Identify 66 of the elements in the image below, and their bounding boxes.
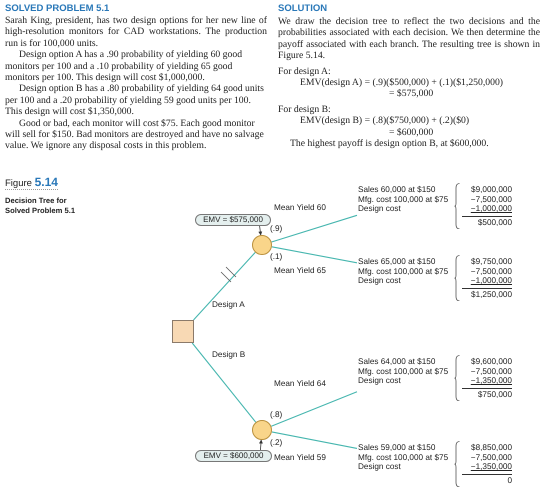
decision-square	[172, 320, 194, 343]
branch-line	[193, 252, 256, 320]
amount-text: $9,600,000	[471, 357, 512, 366]
figure-number: Figure 5.14	[5, 178, 58, 190]
payoff-item-text: Sales 60,000 at $150	[358, 185, 436, 195]
amount-text: $750,000	[478, 390, 512, 399]
section-heading: SOLUTION	[278, 3, 328, 15]
payoff-item-text: Mfg. cost 100,000 at $75	[358, 452, 448, 462]
arrow	[258, 440, 263, 450]
branch-line	[192, 342, 256, 423]
chance-circle	[252, 235, 272, 255]
edge-label: Mean Yield 65	[274, 266, 326, 276]
amount-text: −1,000,000	[470, 204, 512, 214]
body-text: The highest payoff is design option B, at $600,000.	[290, 138, 489, 150]
payoff-item-text: Design cost	[358, 376, 401, 386]
amount-text: $1,250,000	[471, 290, 512, 299]
equation: = $575,000	[389, 88, 434, 100]
amount-text: −1,350,000	[470, 376, 512, 386]
payoff-item-text: Sales 65,000 at $150	[358, 257, 436, 267]
equation: = $600,000	[389, 126, 434, 138]
amount-text: −1,000,000	[470, 276, 512, 286]
amount-text: −7,500,000	[470, 452, 512, 462]
equation: EMV(design B) = (.8)($750,000) + (.2)($0)	[300, 115, 470, 127]
body-text: Design option B has a .80 probability of yielding 64 good units per 100 and a .20 probability of yielding 59 good units per 100. This design will cost $1,350,000.	[5, 83, 265, 118]
body-text: For design B:	[278, 104, 331, 116]
edge-label: Mean Yield 59	[274, 453, 326, 463]
section-heading: SOLVED PROBLEM 5.1	[5, 3, 110, 15]
payoff-item-text: Mfg. cost 100,000 at $75	[358, 366, 448, 376]
amount-text: $9,750,000	[471, 257, 512, 266]
arrow	[258, 226, 262, 236]
amount-text: −1,350,000	[470, 462, 512, 472]
amount-text: −7,500,000	[470, 194, 512, 204]
body-text: For design A:	[278, 66, 331, 78]
edge-label: Mean Yield 60	[274, 203, 326, 213]
amount-text: $8,850,000	[471, 443, 512, 452]
value-callout: EMV = $600,000	[195, 450, 272, 462]
value-callout: EMV = $575,000	[195, 214, 271, 226]
chance-circle	[252, 420, 272, 440]
edge-label: Mean Yield 64	[274, 379, 326, 389]
branch-line	[271, 214, 358, 243]
body-text: Good or bad, each monitor will cost $75. Each good monitor will sell for $150. Bad monitors are destroyed and have no salvage value. We ignore any disposal costs in this problem.	[5, 118, 265, 152]
branch-line	[272, 246, 358, 264]
body-text: Design option A has a .90 probability of yielding 60 good monitors per 100 and a .10 probability of yielding 65 good monitors per 100. This design will cost $1,000,000.	[5, 49, 244, 84]
probability-label: (.1)	[270, 252, 282, 262]
edge-label: Design A	[212, 300, 245, 310]
probability-label: (.9)	[270, 224, 282, 234]
equation: EMV(design A) = (.9)($500,000) + (.1)($1,250,000)	[300, 77, 504, 88]
body-text: We draw the decision tree to reflect the two decisions and the probabilities associated with each decision. We then determine the payoff associated with each branch. The resulting tree is shown in Figure 5.14.	[278, 16, 540, 62]
branch-line	[271, 391, 358, 427]
amount-text: 0	[507, 476, 512, 485]
payoff-item-text: Sales 59,000 at $150	[358, 443, 436, 453]
edge-label: Design B	[212, 350, 246, 360]
payoff-item-text: Design cost	[358, 204, 401, 214]
amount-text: $500,000	[478, 218, 512, 227]
payoff-item-text: Mfg. cost 100,000 at $75	[358, 194, 448, 204]
payoff-item-text: Mfg. cost 100,000 at $75	[358, 266, 448, 276]
payoff-item-text: Design cost	[358, 462, 401, 472]
probability-label: (.2)	[270, 438, 282, 448]
body-text: Sarah King, president, has two design options for her new line of high-resolution monitors for CAD workstations. The production run is for 100,000 units.	[5, 15, 267, 50]
payoff-item-text: Sales 64,000 at $150	[358, 357, 436, 367]
amount-text: $9,000,000	[471, 185, 512, 194]
amount-text: −7,500,000	[470, 266, 512, 276]
probability-label: (.8)	[270, 410, 282, 420]
payoff-item-text: Design cost	[358, 276, 401, 286]
amount-text: −7,500,000	[470, 366, 512, 376]
branch-line	[272, 431, 358, 449]
